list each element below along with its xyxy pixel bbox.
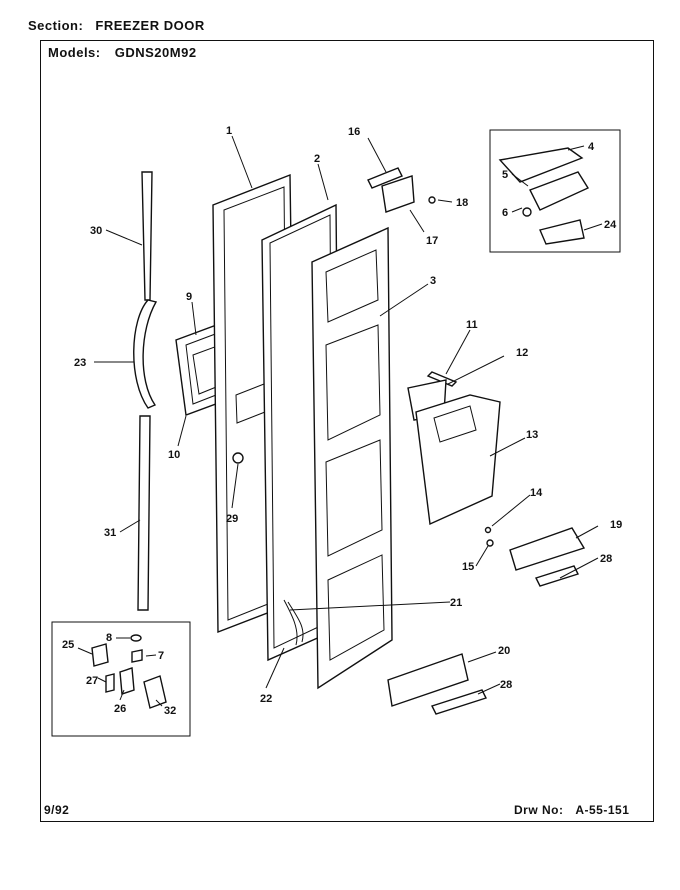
callout-32: 32: [164, 705, 176, 717]
section-label: Section:: [28, 18, 84, 33]
callout-16: 16: [348, 126, 360, 138]
callout-25: 25: [62, 639, 74, 651]
hinge-kit-inset: [489, 129, 621, 253]
door-liner-icon: [311, 226, 393, 690]
callout-28a: 28: [600, 553, 612, 565]
callout-18: 18: [456, 197, 468, 209]
callout-17: 17: [426, 235, 438, 247]
callout-6: 6: [502, 207, 508, 219]
callout-24: 24: [604, 219, 617, 231]
callout-12: 12: [516, 347, 528, 359]
dispenser-icon: [407, 371, 501, 526]
callout-23: 23: [74, 357, 86, 369]
section-value: FREEZER DOOR: [95, 18, 205, 33]
screw-icon: [484, 526, 494, 547]
hardware-parts: [91, 634, 167, 709]
callout-19: 19: [610, 519, 622, 531]
shelf-bin-icon: [387, 527, 586, 715]
callout-2: 2: [314, 153, 320, 165]
callout-9: 9: [186, 291, 192, 303]
callout-8: 8: [106, 632, 112, 644]
callout-1: 1: [226, 125, 232, 137]
callout-26: 26: [114, 703, 126, 715]
hinge-kit-parts: [498, 147, 590, 245]
callout-3: 3: [430, 275, 436, 287]
models-label: Models:: [48, 45, 101, 60]
callout-7: 7: [158, 650, 164, 662]
callout-29: 29: [226, 513, 238, 525]
callout-22: 22: [260, 693, 272, 705]
models-header: Models: GDNS20M92: [48, 45, 197, 60]
callout-21: 21: [450, 597, 462, 609]
callout-14: 14: [530, 487, 543, 499]
drawing-number: A-55-151: [575, 803, 630, 817]
callout-11: 11: [466, 319, 478, 331]
callout-labels: 1 2 3 4 5 6 7 8 9 10 11 12 13 14 15 16 1…: [62, 125, 622, 717]
callout-20: 20: [498, 645, 510, 657]
callout-15: 15: [462, 561, 474, 573]
handle-icon: [133, 171, 158, 611]
callout-30: 30: [90, 225, 102, 237]
callout-5: 5: [502, 169, 508, 181]
callout-10: 10: [168, 449, 180, 461]
callout-13: 13: [526, 429, 538, 441]
hardware-inset: [51, 621, 191, 737]
footer-date: 9/92: [44, 803, 70, 817]
drawing-label: Drw No:: [514, 803, 564, 817]
callout-31: 31: [104, 527, 116, 539]
section-header: Section: FREEZER DOOR: [28, 18, 205, 33]
diagram-frame: [40, 40, 654, 822]
footer-drawing: Drw No: A-55-151: [514, 803, 629, 817]
leader-lines: [77, 135, 603, 707]
callout-28b: 28: [500, 679, 512, 691]
callout-4: 4: [588, 141, 595, 153]
callout-27: 27: [86, 675, 98, 687]
models-value: GDNS20M92: [114, 45, 197, 60]
hinge-icon: [367, 167, 436, 213]
